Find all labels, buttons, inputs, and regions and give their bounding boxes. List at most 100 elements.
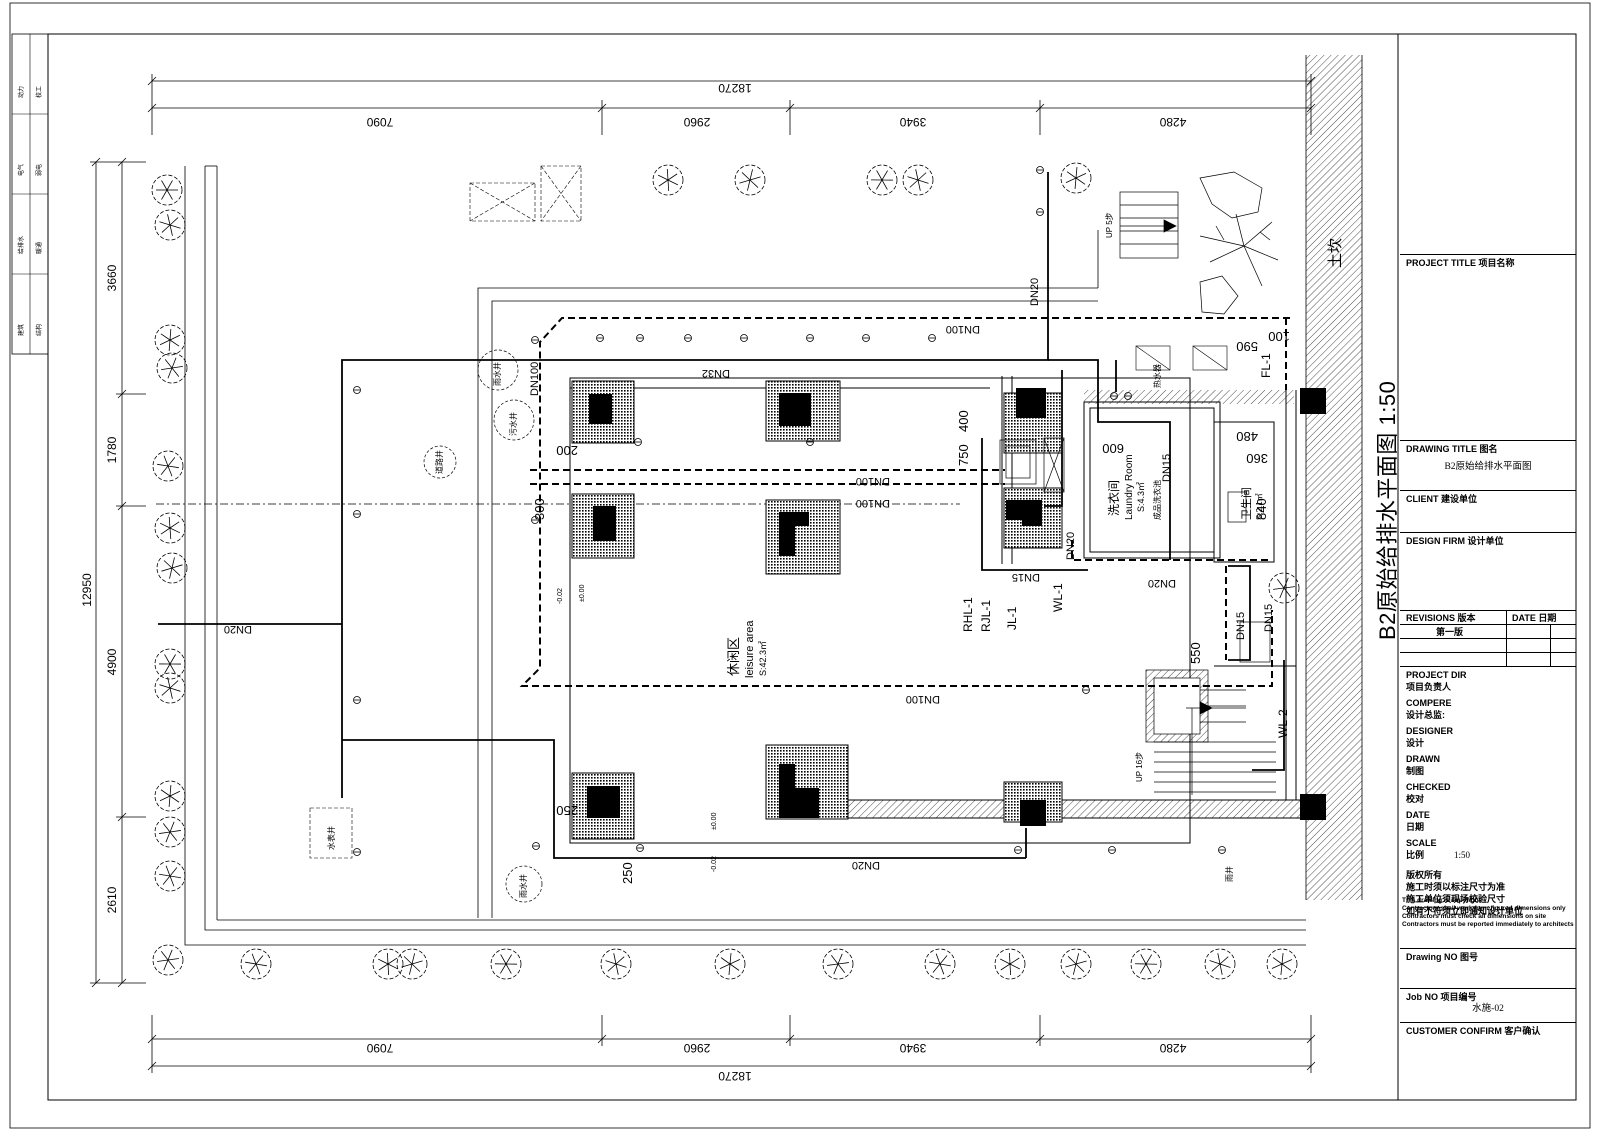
strip-nuantong: 暖通 (35, 242, 43, 254)
staircase-lower (1145, 669, 1276, 795)
room-leisure-cn: 休闲区 (726, 637, 741, 676)
landscape-trees (151, 162, 1300, 980)
tree-symbol (1060, 162, 1092, 194)
level-3: ±0.00 (711, 812, 718, 830)
floor-drain-symbol (862, 334, 870, 342)
small-dim-200: 200 (556, 443, 578, 458)
column-6 (765, 744, 849, 820)
small-dim-590: 590 (1236, 339, 1258, 354)
inner-border (47, 33, 1577, 1101)
small-dim-250b: 250 (620, 862, 635, 884)
pipe-label-15: DN20 (1065, 532, 1077, 560)
riser-jl-1: JL-1 (1005, 606, 1019, 630)
pipe-label-14: DN15 (1263, 604, 1275, 632)
floor-drain-symbol (636, 334, 644, 342)
revision-row-3 (1400, 652, 1576, 666)
dim-left-total: 12950 (80, 573, 94, 607)
level-1: ±0.00 (579, 584, 586, 602)
drawing-title-cell: DRAWING TITLE 图名 B2原始给排水平面图 (1400, 440, 1576, 490)
floor-drain-symbol (1124, 392, 1132, 400)
tree-symbol (1060, 948, 1092, 980)
floor-drain-symbol (353, 696, 361, 704)
revision-value: 第一版 (1436, 627, 1464, 637)
column-3 (571, 493, 635, 559)
tree-symbol (902, 164, 934, 196)
riser-rjl-1: RJL-1 (979, 600, 993, 632)
dim-top-seg-4: 4280 (1159, 115, 1186, 129)
floor-drain-symbol (928, 334, 936, 342)
column-1 (571, 380, 635, 444)
floor-drain-symbol (1110, 392, 1118, 400)
project-title-label: PROJECT TITLE 项目名称 (1406, 258, 1515, 268)
label-up-5: UP 5步 (1105, 212, 1114, 238)
tree-symbol (822, 948, 854, 980)
vent-boxes (309, 165, 1228, 859)
dim-bottom-seg-1: 7090 (366, 1041, 393, 1055)
label-rain-well-2: 雨水井 (518, 874, 528, 898)
room-toilet-area: S:2.1㎡ (1255, 493, 1264, 520)
tree-symbol (154, 209, 186, 241)
design-firm-cell: DESIGN FIRM 设计单位 (1400, 532, 1576, 610)
dim-top-seg-2: 2960 (683, 115, 710, 129)
customer-confirm-cell: CUSTOMER CONFIRM 客户确认 (1400, 1022, 1576, 1100)
strip-dianqi: 电气 (17, 164, 25, 176)
tree-symbol (151, 174, 183, 206)
drawing-title-value: B2原始给排水平面图 (1444, 462, 1532, 472)
tree-symbol (156, 352, 188, 384)
floor-drain-symbol (1036, 166, 1044, 174)
feature-tree (1199, 171, 1279, 315)
tree-symbol (924, 948, 956, 980)
floor-drain-symbol (1036, 208, 1044, 216)
level-4: -0.02 (711, 856, 718, 872)
small-dim-840: 840 (1254, 498, 1269, 520)
left-dimensions (90, 157, 146, 988)
column-11 (1300, 794, 1326, 820)
tree-symbol (154, 860, 186, 892)
riser-wl-1: WL-1 (1051, 583, 1065, 612)
tree-symbol (1204, 948, 1236, 980)
pipe-label-9: DN15 (1012, 571, 1040, 583)
floor-drain-symbol (353, 510, 361, 518)
drawing-no-cell: Drawing NO 图号 (1400, 948, 1576, 988)
column-4 (765, 499, 841, 575)
dim-top-seg-1: 7090 (366, 115, 393, 129)
floor-drain-symbol (1014, 846, 1022, 854)
small-dim-600: 600 (1102, 441, 1124, 456)
copyright-cn: 版权所有 施工时须以标注尺寸为准 施工单位须现场校验尺寸 如有不符须立即通知设计… (1406, 870, 1524, 916)
drainage-pipes (519, 317, 1290, 687)
small-dim-750: 750 (956, 444, 971, 466)
label-road-well: 道路井 (434, 450, 444, 474)
tree-symbol (490, 948, 522, 980)
column-2 (765, 380, 841, 442)
floor-drain-symbol (1108, 846, 1116, 854)
pipe-label-10: DN20 (1029, 278, 1041, 306)
small-dim-480: 480 (1236, 429, 1258, 444)
label-up-16: UP 16步 (1135, 752, 1144, 782)
tree-symbol (152, 450, 184, 482)
column-7 (1003, 388, 1063, 454)
client-cell: CLIENT 建设单位 (1400, 490, 1576, 532)
job-no-value: 水施-02 (1472, 1004, 1504, 1014)
dim-left-seg-2: 1780 (105, 436, 119, 463)
laundry-fixtures (999, 437, 1271, 663)
title-block: PROJECT TITLE 项目名称 DRAWING TITLE 图名 B2原始… (1400, 34, 1576, 1100)
site-boundary (156, 165, 1306, 946)
small-dim-550: 550 (1188, 642, 1203, 664)
riser-wl-2: WL-2 (1276, 709, 1290, 738)
column-10 (1300, 388, 1326, 414)
outer-border (9, 2, 1591, 1129)
tree-symbol (154, 672, 186, 704)
tree-symbol (154, 648, 186, 680)
riser-rhl-1: RHL-1 (961, 597, 975, 632)
strip-jianzhu: 建筑 (17, 324, 25, 336)
small-dim-300: 300 (532, 498, 547, 520)
pipe-label-1: DN100 (946, 323, 980, 335)
revision-row-2 (1400, 638, 1576, 652)
